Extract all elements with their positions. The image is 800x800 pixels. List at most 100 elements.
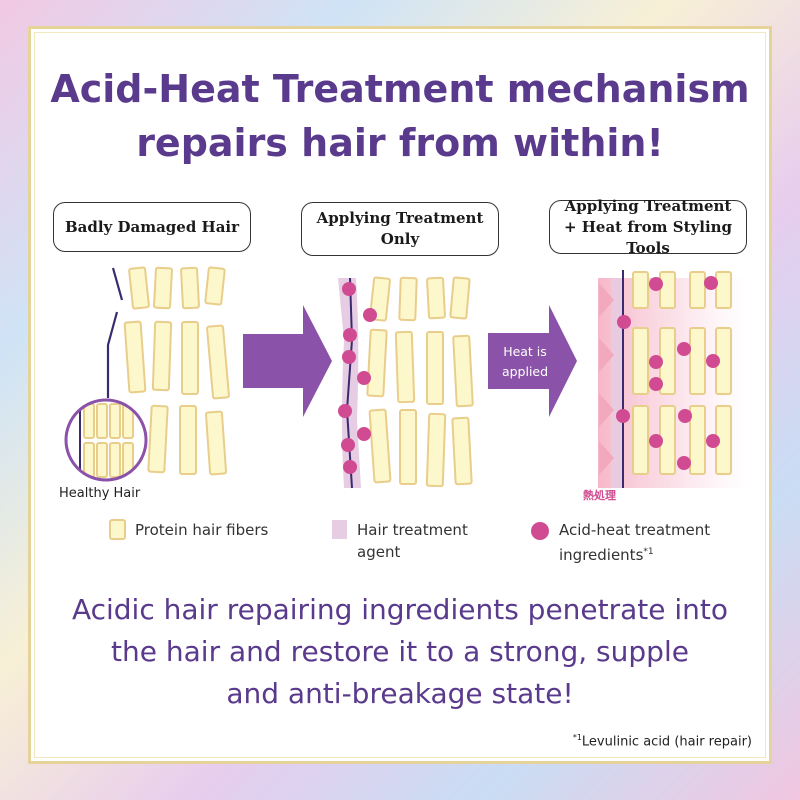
protein-fiber <box>689 271 706 309</box>
heat-treatment-jp-label: 熱処理 <box>583 488 616 502</box>
protein-fiber <box>109 403 121 439</box>
ingredient-dot <box>338 404 352 418</box>
protein-fiber <box>83 403 95 439</box>
legend-ingredients-line-2: ingredients <box>559 546 644 564</box>
heat-fibers <box>632 271 732 475</box>
protein-fiber <box>204 266 226 306</box>
ingredient-dot <box>342 350 356 364</box>
protein-fiber <box>151 320 173 392</box>
ingredient-dot <box>649 355 663 369</box>
protein-fiber <box>715 271 732 309</box>
heat-ingredients <box>616 276 720 470</box>
page-title: Acid-Heat Treatment mechanism repairs ha… <box>0 62 800 170</box>
tagline-line-3: and anti-breakage state! <box>226 677 574 710</box>
stage-label-damaged: Badly Damaged Hair <box>53 202 251 252</box>
protein-fiber <box>398 276 418 322</box>
stage-label-treatment-line-1: Applying Treatment <box>316 209 484 227</box>
treatment-heat-panel: 熱処理 <box>583 270 744 502</box>
protein-fiber <box>96 442 108 478</box>
ingredient-dot <box>617 315 631 329</box>
protein-fiber <box>369 276 391 322</box>
arrow-right-icon <box>243 305 332 417</box>
heat-agent-band <box>611 278 624 488</box>
protein-fiber <box>181 321 199 395</box>
heat-wedges <box>599 283 614 475</box>
damaged-fibers <box>123 266 230 476</box>
protein-fiber <box>449 276 471 320</box>
legend-ingredients-line-2-wrap: ingredients*1 <box>559 541 710 566</box>
tagline: Acidic hair repairing ingredients penetr… <box>0 589 800 715</box>
heat-wedge-icon <box>599 441 614 475</box>
tagline-line-2: the hair and restore it to a strong, sup… <box>111 635 689 668</box>
protein-fiber <box>206 324 230 400</box>
ingredient-dot <box>357 427 371 441</box>
protein-fiber <box>632 271 649 309</box>
ingredient-dot <box>706 354 720 368</box>
heat-wedge-icon <box>599 338 614 372</box>
legend-fibers-label: Protein hair fibers <box>135 519 268 541</box>
ingredient-dot <box>704 276 718 290</box>
legend-agent-line-2: agent <box>357 543 401 561</box>
ingredient-dot <box>649 434 663 448</box>
stage-label-treatment-heat: Applying Treatment + Heat from Styling T… <box>549 197 747 257</box>
ingredient-dot <box>357 371 371 385</box>
ingredient-dot <box>678 409 692 423</box>
legend-fibers-text: Protein hair fibers <box>135 521 269 539</box>
protein-fiber <box>153 266 173 310</box>
protein-fiber <box>366 328 388 398</box>
stage-label-damaged-text: Badly Damaged Hair <box>64 217 240 236</box>
protein-fiber <box>96 403 108 439</box>
healthy-hair-label: Healthy Hair <box>59 486 141 501</box>
heat-wedge-icon <box>599 283 614 317</box>
protein-fiber <box>452 334 474 408</box>
legend-ingredients-label: Acid-heat treatment ingredients*1 <box>559 519 710 566</box>
protein-fiber <box>109 442 121 478</box>
ingredient-dot <box>706 434 720 448</box>
stage-label-treatment-line-2: Only <box>380 230 420 248</box>
heat-arrow-label-line-1: Heat is <box>503 344 547 359</box>
protein-fiber <box>632 327 649 395</box>
ingredient-dot <box>649 377 663 391</box>
heat-arrow-label-line-2: applied <box>502 364 548 379</box>
protein-fiber <box>147 404 169 474</box>
protein-fiber <box>83 442 95 478</box>
protein-fiber <box>128 266 150 310</box>
ingredient-dot <box>616 409 630 423</box>
damaged-hair-panel: Healthy Hair <box>59 266 230 501</box>
ingredient-dot <box>677 342 691 356</box>
title-line-2: repairs hair from within! <box>136 121 664 165</box>
protein-fiber <box>689 405 706 475</box>
ingredient-dot <box>342 282 356 296</box>
legend-fiber-swatch <box>109 519 126 540</box>
arrow-right-icon <box>488 305 577 417</box>
legend-agent-label: Hair treatment agent <box>357 519 468 563</box>
legend-ingredients-mark: *1 <box>643 547 654 557</box>
protein-fiber <box>451 416 473 486</box>
stage-label-heat-line-2: + Heat from Styling Tools <box>563 217 733 257</box>
legend-ingredient-swatch <box>531 522 549 540</box>
ingredient-dot <box>677 456 691 470</box>
footnote-mark: *1 <box>572 733 582 742</box>
stage-label-heat-line-1: Applying Treatment <box>564 196 732 215</box>
ingredient-dot <box>341 438 355 452</box>
legend-agent-swatch <box>332 520 347 539</box>
treatment-ingredients <box>338 282 377 474</box>
ingredient-dot <box>649 277 663 291</box>
ingredient-dot <box>343 460 357 474</box>
protein-fiber <box>399 409 417 485</box>
protein-fiber <box>689 327 706 395</box>
protein-fiber <box>123 320 147 394</box>
treatment-only-panel <box>338 276 474 489</box>
treatment-fibers <box>366 276 474 488</box>
title-line-1: Acid-Heat Treatment mechanism <box>50 67 750 111</box>
protein-fiber <box>426 276 446 320</box>
damaged-cuticle-line <box>106 267 124 398</box>
protein-fiber <box>394 330 416 404</box>
ingredient-dot <box>343 328 357 342</box>
protein-fiber <box>425 412 447 488</box>
magnifier-circle-icon <box>64 398 148 482</box>
legend-agent-line-1: Hair treatment <box>357 521 468 539</box>
protein-fiber <box>368 408 392 484</box>
protein-fiber <box>659 271 676 309</box>
